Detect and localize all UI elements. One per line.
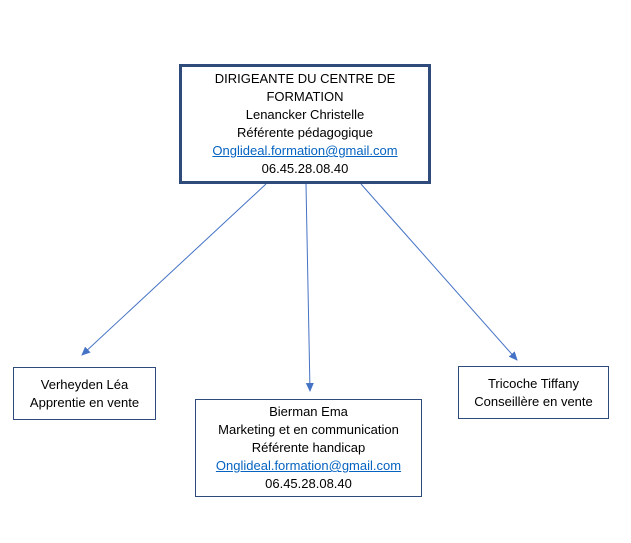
left-staff-role: Apprentie en vente — [29, 394, 140, 410]
middle-staff-phone: 06.45.28.08.40 — [265, 476, 352, 491]
middle-staff-name: Bierman Ema — [269, 404, 348, 419]
left-staff-box: Verheyden Léa Apprentie en vente — [13, 367, 156, 420]
connector-to-left-box — [81, 183, 267, 356]
director-title-line-1: DIRIGEANTE DU CENTRE DE — [214, 71, 396, 86]
left-staff-name: Verheyden Léa — [40, 376, 129, 392]
middle-staff-box: Bierman Ema Marketing et en communicatio… — [195, 399, 422, 497]
connector-to-right-box — [360, 183, 518, 361]
director-title-line-2: FORMATION — [266, 89, 344, 104]
director-role: Référente pédagogique — [237, 125, 373, 140]
right-staff-box: Tricoche Tiffany Conseillère en vente — [458, 366, 609, 419]
director-box: DIRIGEANTE DU CENTRE DE FORMATION Lenanc… — [179, 64, 431, 184]
director-phone: 06.45.28.08.40 — [261, 161, 349, 176]
middle-staff-email-link[interactable]: Onglideal.formation@gmail.com — [215, 458, 402, 473]
right-staff-name: Tricoche Tiffany — [487, 375, 580, 391]
right-staff-role: Conseillère en vente — [474, 393, 593, 409]
director-email-link[interactable]: Onglideal.formation@gmail.com — [212, 143, 398, 158]
connector-to-middle-box — [305, 183, 314, 392]
director-name: Lenancker Christelle — [245, 107, 365, 122]
middle-staff-role-1: Marketing et en communication — [218, 422, 399, 437]
middle-staff-role-2: Référente handicap — [251, 440, 366, 455]
